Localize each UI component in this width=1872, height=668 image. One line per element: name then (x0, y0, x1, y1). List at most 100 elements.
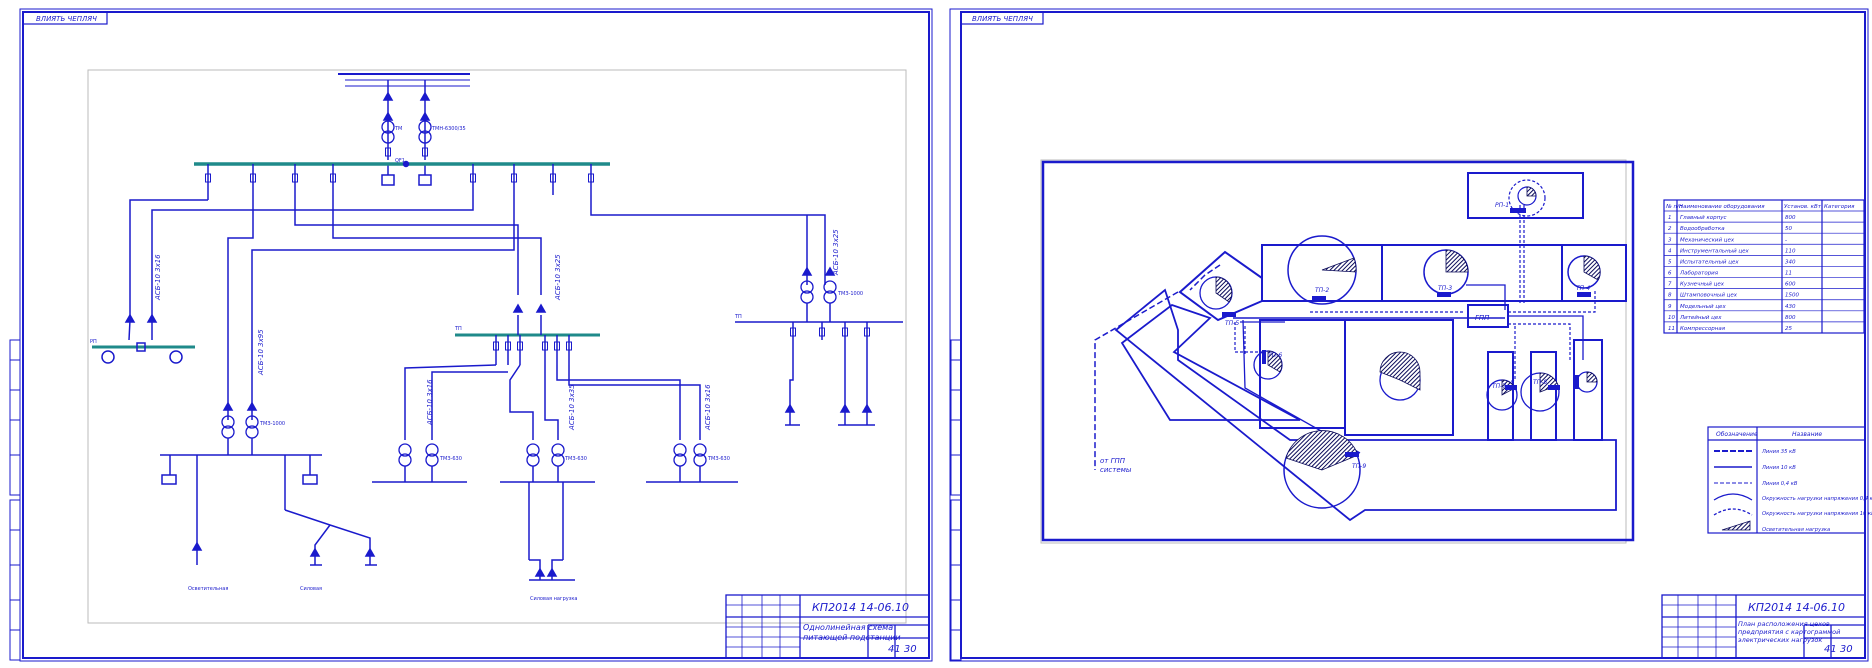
legend-item-label: Окружность нагрузки напряжения 10 кВ (1762, 511, 1872, 517)
table-cell: 11 (1668, 326, 1675, 332)
tp-label: ТП-9 (1352, 463, 1366, 470)
substation-markers (1222, 208, 1591, 457)
sheet-left-side-strips (9, 339, 21, 661)
table-cell: 9 (1668, 304, 1672, 310)
table-header-cell: Категория (1824, 204, 1855, 210)
svg-text:ТМ: ТМ (394, 126, 402, 132)
legend-item-label: Линия 10 кВ (1761, 465, 1796, 471)
schematic-tiny-labels: ТМ ТМН-6300/35 QF1 РП ТП ТП ТМЗ-1000 ТМЗ… (90, 126, 863, 602)
sheet-right-side-strips (950, 339, 962, 661)
table-cell: Главный корпус (1680, 215, 1727, 221)
title-block-code: КП2014 14-06.10 (812, 601, 909, 614)
table-cell: 8 (1668, 293, 1672, 299)
sheet-left-inner-frame (22, 11, 930, 659)
legend-item-label: Осветительная нагрузка (1762, 527, 1830, 533)
sheet-right-outer-frame (949, 8, 1869, 662)
feeder-label: АСБ-10 3х16 (704, 384, 712, 431)
svg-text:ТМЗ-630: ТМЗ-630 (439, 456, 462, 462)
feeder-label: АСБ-10 3х35 (568, 384, 576, 431)
sheet-left-outer-frame (19, 8, 933, 662)
table-header-cell: Наименование оборудования (1679, 204, 1765, 210)
tp-label: ТП-7 (1492, 383, 1506, 390)
feeder-label: АСБ-10 3х25 (832, 229, 840, 276)
table-cell: Модельный цех (1680, 304, 1726, 310)
table-cell: 25 (1785, 326, 1792, 332)
legend-item-label: Окружность нагрузки напряжения 0,4 кВ (1762, 496, 1872, 502)
sheet-left-drawing-area (87, 69, 907, 624)
table-cell: Водообработка (1680, 226, 1725, 232)
table-cell: 2 (1668, 226, 1672, 232)
table-cell: 7 (1668, 282, 1672, 288)
sheet-left: ВЛИЯТЬ ЧЕПЛЯЧ (9, 8, 933, 662)
svg-text:Силовая: Силовая (300, 586, 322, 592)
feeder-label: АСБ-10 3х16 (426, 379, 434, 426)
sheet-left-title-block: КП2014 14-06.10 Однолинейная схема питаю… (725, 594, 930, 659)
table-cell: 800 (1785, 315, 1796, 321)
table-cell: 10 (1668, 315, 1675, 321)
sheet-right-title-block: КП2014 14-06.10 План расположения цехов … (1661, 594, 1866, 659)
tp-label: ТП-2 (1315, 287, 1329, 294)
svg-text:ТМЗ-1000: ТМЗ-1000 (837, 291, 863, 297)
sheet-right-corner-stamp: ВЛИЯТЬ ЧЕПЛЯЧ (960, 11, 1044, 25)
svg-text:ТП: ТП (734, 314, 742, 320)
table-header-cell: № п/п (1665, 204, 1683, 210)
table-cell: Механический цех (1680, 237, 1735, 243)
svg-text:ТП: ТП (454, 326, 462, 332)
tp-label: РП-1 (1495, 202, 1509, 209)
corner-stamp-text: ВЛИЯТЬ ЧЕПЛЯЧ (972, 15, 1033, 23)
title-block-title-line2: питающей подстанции (803, 633, 901, 642)
feeder-label: АСБ-10 3х25 (554, 254, 562, 301)
feeder-label: АСБ-10 3х95 (257, 329, 265, 376)
tp-label: ТП-5 (1225, 320, 1239, 327)
table-cell: 110 (1785, 248, 1796, 254)
table-cell: 430 (1785, 304, 1796, 310)
title-block-code: КП2014 14-06.10 (1748, 601, 1845, 614)
table-cell: 3 (1668, 237, 1672, 243)
plan-labels: РП-1 ТП-2 ТП-3 ТП-4 ТП-5 ТП-6 ТП-7 ТП-8 … (1100, 202, 1590, 474)
sheet-right-inner-frame (960, 11, 1866, 659)
svg-text:ТМН-6300/35: ТМН-6300/35 (431, 126, 466, 132)
source-note-line2: системы (1100, 466, 1132, 474)
svg-text:QF1: QF1 (395, 158, 405, 164)
table-cell: 11 (1785, 271, 1792, 277)
svg-text:ТМЗ-630: ТМЗ-630 (707, 456, 730, 462)
svg-text:ТМЗ-630: ТМЗ-630 (564, 456, 587, 462)
title-block-title-line3: электрических нагрузок (1738, 636, 1822, 644)
table-cell: Штамповочный цех (1680, 293, 1738, 299)
tp-label: ТП-8 (1533, 379, 1547, 386)
tp-label: ТП-6 (1268, 352, 1282, 359)
legend-item-label: Линия 35 кВ (1761, 449, 1796, 455)
table-cell: 5 (1668, 259, 1672, 265)
table-cell: 50 (1785, 226, 1792, 232)
title-block-title-line2: предприятия с картограммой (1738, 628, 1840, 636)
sheet-left-corner-stamp: ВЛИЯТЬ ЧЕПЛЯЧ (22, 11, 108, 25)
table-header-cell: Установ. кВт (1784, 204, 1822, 210)
svg-text:Силовая нагрузка: Силовая нагрузка (530, 596, 577, 602)
table-cell: 6 (1668, 271, 1672, 277)
corner-stamp-text: ВЛИЯТЬ ЧЕПЛЯЧ (36, 15, 97, 23)
table-cell: 1500 (1785, 293, 1799, 299)
svg-text:РП: РП (90, 339, 97, 345)
svg-text:ТМЗ-1000: ТМЗ-1000 (259, 421, 285, 427)
lighting-load-sectors (1215, 186, 1601, 471)
svg-text:Осветительная: Осветительная (188, 586, 228, 592)
feeder-label: АСБ-10 3х16 (154, 254, 162, 301)
legend-header-name: Название (1792, 431, 1822, 438)
title-block-sheet-id: 41 30 (888, 644, 917, 655)
table-cell: 1 (1668, 215, 1672, 221)
table-cell: - (1785, 237, 1787, 243)
sheet-right-plan-area (1040, 159, 1627, 544)
table-cell: 4 (1668, 248, 1672, 254)
tp-label: ГПП (1475, 314, 1490, 322)
table-cell: Кузнечный цех (1680, 282, 1725, 288)
table-cell: Испытательный цех (1680, 259, 1739, 265)
tp-label: ТП-4 (1576, 285, 1590, 292)
tp-label: ТП-3 (1438, 285, 1452, 292)
table-cell: Инструментальный цех (1680, 248, 1750, 254)
legend-header-symbol: Обозначение (1716, 431, 1758, 438)
table-cell: 600 (1785, 282, 1796, 288)
title-block-title-line1: Однолинейная схема (803, 623, 893, 632)
sheet-right: ВЛИЯТЬ ЧЕПЛЯЧ (949, 8, 1872, 662)
title-block-title-line1: План расположения цехов (1738, 620, 1830, 628)
